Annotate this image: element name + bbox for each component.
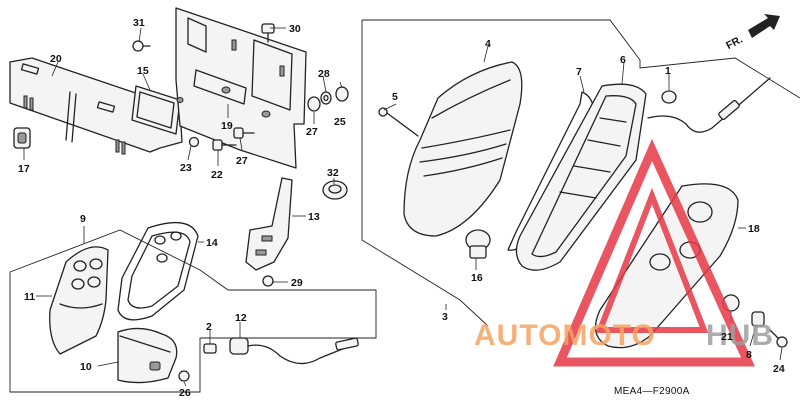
callout-16: 16 — [471, 272, 483, 284]
license-light-gasket — [117, 221, 199, 321]
bolt-23 — [188, 136, 200, 148]
nut-25 — [335, 86, 349, 102]
bolt-24 — [769, 329, 788, 348]
callout-22: 22 — [211, 169, 223, 181]
callout-15: 15 — [137, 65, 149, 77]
upper-bracket — [175, 7, 307, 169]
callout-11: 11 — [24, 291, 35, 303]
callout-30: 30 — [289, 23, 301, 35]
license-light — [131, 85, 181, 135]
callout-5: 5 — [392, 91, 398, 103]
leader-lines — [23, 27, 783, 387]
callout-9: 9 — [80, 213, 86, 225]
callout-26: 26 — [179, 387, 191, 399]
group-frame-plate-light — [9, 229, 377, 393]
callout-27-upper: 27 — [306, 126, 318, 138]
socket-12 — [229, 337, 359, 365]
callout-7: 7 — [576, 66, 582, 78]
license-light-housing — [117, 327, 178, 384]
bulb-2 — [203, 343, 217, 354]
bulb — [465, 229, 491, 259]
bolt-30 — [261, 23, 275, 43]
callout-32: 32 — [327, 167, 339, 179]
callout-20: 20 — [50, 53, 62, 65]
nut-1 — [661, 90, 677, 104]
callout-25: 25 — [334, 116, 346, 128]
license-light-stay — [245, 177, 293, 271]
nut-27-upper — [307, 96, 321, 112]
nut-29 — [262, 275, 274, 287]
front-direction-arrow — [748, 14, 780, 38]
watermark-text-hub: HUB — [706, 319, 774, 352]
bolt-27-lower — [233, 127, 255, 139]
callout-1: 1 — [665, 65, 671, 77]
group-frame-tail-light — [362, 19, 800, 99]
callout-17: 17 — [18, 163, 30, 175]
callout-21: 21 — [721, 331, 733, 343]
reflector-lens — [17, 132, 27, 144]
callout-6: 6 — [620, 54, 626, 66]
callout-24: 24 — [773, 363, 785, 375]
callout-28: 28 — [318, 68, 330, 80]
diagram-code: MEA4—F2900A — [614, 386, 690, 397]
tail-light-cover — [403, 61, 523, 237]
callout-23: 23 — [180, 162, 192, 174]
callout-31: 31 — [133, 17, 145, 29]
screw-26 — [178, 370, 190, 382]
tail-light-wiring — [647, 77, 771, 133]
screw-5 — [378, 107, 419, 137]
bolt-31 — [132, 40, 151, 52]
callout-19: 19 — [221, 120, 233, 132]
callout-3: 3 — [442, 311, 448, 323]
callout-4: 4 — [485, 38, 491, 50]
license-light-lens — [49, 246, 109, 355]
watermark-triangle — [553, 138, 755, 367]
group-frame-tail-light-bottom — [361, 20, 489, 327]
bolt-22 — [212, 139, 237, 151]
license-plate-bracket — [9, 57, 183, 155]
washer-28 — [320, 91, 332, 105]
tail-light-lens — [515, 83, 647, 271]
callout-12: 12 — [235, 312, 247, 324]
collar-8 — [751, 311, 765, 327]
callout-8: 8 — [746, 349, 752, 361]
watermark-triangle-inner — [595, 187, 709, 333]
tail-light-base — [594, 183, 739, 349]
callout-27-lower: 27 — [236, 155, 248, 167]
callout-2: 2 — [206, 321, 212, 333]
callout-14: 14 — [206, 237, 218, 249]
callout-18: 18 — [748, 223, 760, 235]
callout-10: 10 — [80, 361, 92, 373]
callout-13: 13 — [308, 211, 320, 223]
callout-29: 29 — [291, 277, 303, 289]
watermark-text-automoto: AUTOMOTO — [474, 319, 656, 352]
front-direction-label: FR. — [724, 33, 745, 52]
grommet — [322, 180, 348, 200]
watermark-logo — [553, 138, 755, 367]
wiring-connector — [718, 100, 740, 120]
